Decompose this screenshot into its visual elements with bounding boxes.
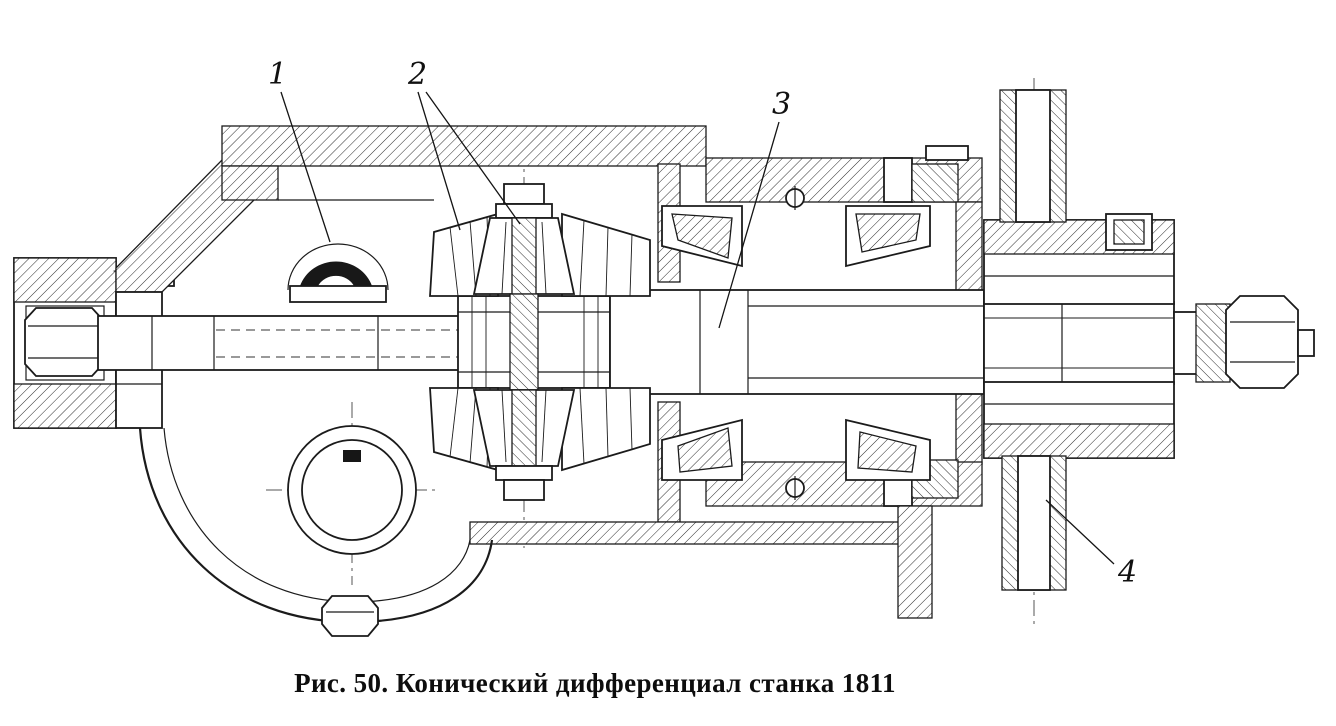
left-end-cap [13,255,175,429]
pinion-bottom-nut [503,479,545,501]
figure-caption: Рис. 50. Конический дифференциал станка … [294,668,896,698]
callout-leader-1 [280,91,331,243]
drain-plug [321,595,379,637]
callout-label-3: 3 [772,87,791,122]
pinion-top-nut [503,183,545,205]
callout-leader-2b [425,91,521,225]
right-bearing-housing [983,213,1175,459]
callout-label-1: 1 [268,57,287,92]
callout-leader-2a [417,91,461,231]
bevel-gear-set [429,183,651,501]
callout-leader-4 [1045,499,1115,565]
vertical-shaft-boss [999,89,1067,591]
bearing-bushing [287,243,389,303]
callout-label-4: 4 [1117,555,1137,590]
callouts: 1 2 3 4 [268,57,1137,590]
taper-roller-bearings [661,186,931,500]
callout-leader-3 [718,121,780,329]
main-shaft [97,289,1315,395]
left-shaft-nut [24,307,104,377]
callout-label-2: 2 [407,57,427,92]
end-locknut [1225,295,1299,389]
